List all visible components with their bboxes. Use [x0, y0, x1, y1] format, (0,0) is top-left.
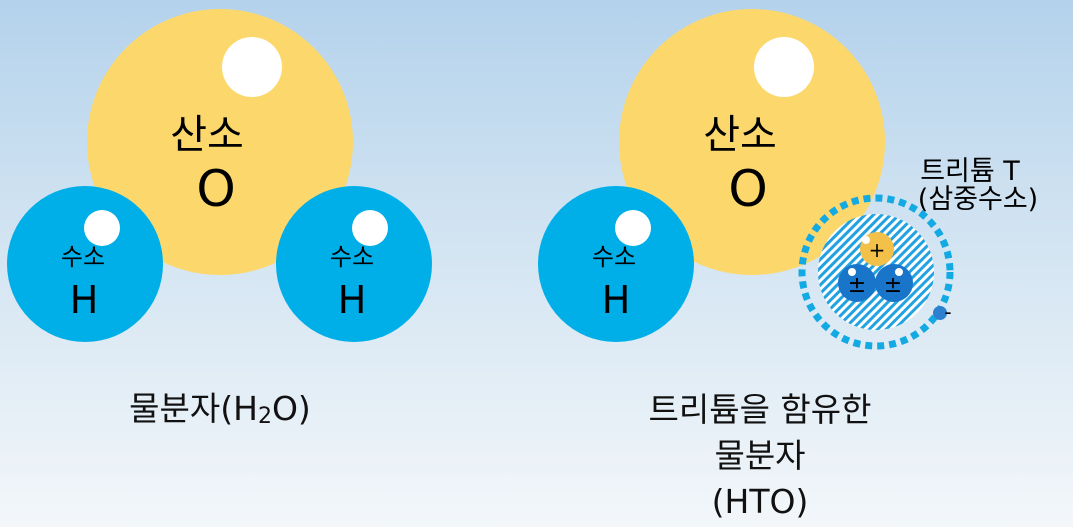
hto-caption: 트리튬을 함유한 물분자 (HTO) — [580, 387, 940, 525]
oxygen-name-label-hto: 산소 — [703, 112, 777, 158]
oxygen-symbol-label: O — [196, 160, 235, 218]
hydrogen-electron-dot-right — [352, 210, 388, 246]
neutron-highlight-dot-right — [895, 268, 903, 276]
oxygen-symbol-label-hto: O — [728, 160, 767, 218]
proton-highlight-dot — [862, 236, 870, 244]
oxygen-name-label: 산소 — [170, 112, 244, 158]
hydrogen-atom-hto — [538, 186, 694, 342]
hto-caption-line1: 트리튬을 함유한 — [648, 390, 872, 429]
electron-sign: - — [944, 300, 951, 324]
tritium-label-line2: (삼중수소) — [918, 184, 1038, 215]
h2o-caption-prefix: 물분자(H — [129, 389, 258, 428]
proton-sign: + — [869, 238, 886, 262]
hydrogen-electron-dot-hto — [615, 210, 651, 246]
tritium-neutron-right — [875, 264, 913, 302]
tritium-label-line1: 트리튬 T — [920, 156, 1020, 187]
hydrogen-atom-right — [276, 186, 432, 342]
hydrogen-atom-left — [7, 186, 163, 342]
h2o-caption-suffix: O) — [271, 389, 311, 428]
hto-caption-line2: 물분자 — [714, 436, 806, 475]
neutron-sign-left: ± — [848, 273, 866, 298]
oxygen-atom — [87, 9, 353, 275]
hydrogen-name-label-hto: 수소 — [592, 243, 636, 271]
tritium-cloud — [818, 214, 934, 330]
neutron-sign-right: ± — [884, 273, 902, 298]
hto-molecule: 산소 O 수소 H + ± ± - 트리튬 T (삼중수소) — [538, 9, 1038, 350]
tritium-electron-orbit — [798, 194, 954, 350]
tritium-neutron-left — [838, 264, 876, 302]
oxygen-electron-dot-hto — [754, 37, 814, 97]
hydrogen-name-label-left: 수소 — [61, 243, 105, 271]
oxygen-electron-dot — [222, 37, 282, 97]
tritium-atom: + ± ± - — [798, 194, 954, 350]
hydrogen-electron-dot-left — [84, 210, 120, 246]
oxygen-atom-hto — [619, 9, 885, 275]
hydrogen-name-label-right: 수소 — [330, 243, 374, 271]
tritium-electron — [933, 306, 947, 320]
h2o-caption-subscript: 2 — [257, 404, 272, 429]
h2o-caption: 물분자(H2O) — [70, 387, 370, 439]
h2o-molecule: 산소 O 수소 H 수소 H — [7, 9, 432, 342]
hydrogen-symbol-label-right: H — [338, 278, 367, 322]
hydrogen-symbol-label-hto: H — [602, 278, 631, 322]
hto-caption-line3: (HTO) — [711, 482, 809, 521]
neutron-highlight-dot-left — [848, 268, 856, 276]
hydrogen-symbol-label-left: H — [70, 278, 99, 322]
